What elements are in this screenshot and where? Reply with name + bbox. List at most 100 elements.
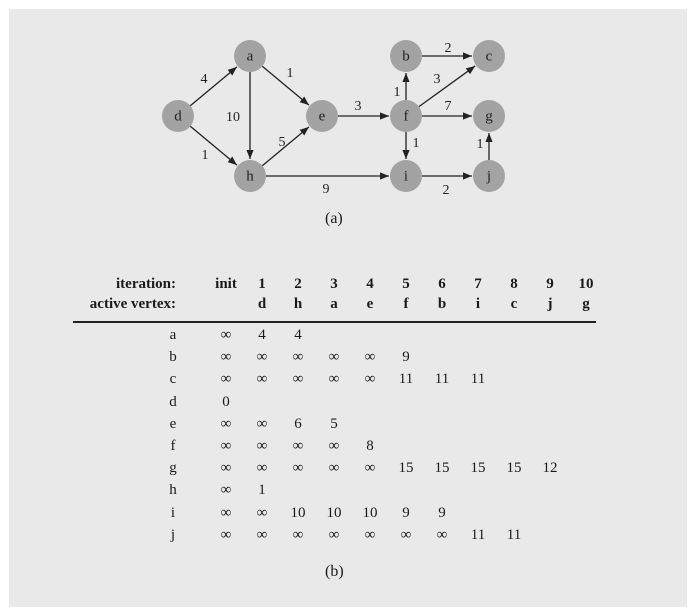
cell-e-2: 6	[294, 415, 302, 432]
row-label-j: j	[170, 526, 176, 543]
edge-weight-i-j: 2	[443, 183, 450, 198]
node-f	[390, 100, 422, 132]
cell-g-2: ∞	[292, 460, 304, 477]
cell-j-3: ∞	[328, 526, 340, 543]
iteration-8: 8	[510, 276, 518, 292]
node-label-g: g	[485, 108, 493, 124]
row-label-a: a	[169, 327, 177, 343]
active-vertex-2: h	[293, 296, 303, 312]
iteration-2: 2	[294, 276, 302, 292]
edge-f-c	[418, 65, 476, 108]
node-c	[473, 40, 505, 72]
cell-a-1: 4	[258, 327, 266, 343]
cell-j-8: 11	[506, 526, 522, 543]
active-vertex-1: d	[257, 296, 267, 312]
edge-weight-h-e: 5	[279, 135, 286, 150]
cell-j-1: ∞	[256, 526, 268, 543]
cell-h-0: ∞	[220, 482, 232, 499]
active-vertex-4: e	[366, 296, 374, 312]
cell-c-2: ∞	[292, 371, 304, 388]
node-a	[234, 40, 266, 72]
row-label-i: i	[170, 504, 176, 521]
edge-d-a	[189, 66, 238, 107]
cell-f-0: ∞	[220, 438, 232, 454]
active-vertex-label: active vertex:	[89, 296, 176, 312]
cell-j-6: ∞	[436, 526, 448, 543]
node-i	[390, 160, 422, 192]
node-label-c: c	[486, 48, 493, 64]
active-vertex-7: i	[475, 296, 481, 312]
node-label-j: j	[486, 168, 491, 184]
cell-b-4: ∞	[364, 349, 376, 366]
edge-weight-f-g: 7	[445, 99, 452, 114]
cell-e-0: ∞	[220, 415, 232, 432]
edge-weight-e-f: 3	[355, 99, 362, 114]
iteration-9: 9	[546, 276, 554, 292]
node-e	[306, 100, 338, 132]
cell-b-1: ∞	[256, 349, 268, 366]
row-label-e: e	[169, 415, 177, 432]
cell-h-1: 1	[258, 482, 266, 499]
node-label-i: i	[404, 168, 408, 184]
cell-e-1: ∞	[256, 415, 268, 432]
cell-i-1: ∞	[256, 504, 268, 521]
edge-h-e	[261, 126, 310, 167]
edge-weight-f-c: 3	[434, 72, 441, 87]
cell-c-3: ∞	[328, 371, 340, 388]
node-label-e: e	[319, 108, 326, 124]
node-d	[162, 100, 194, 132]
edge-weight-a-e: 1	[287, 66, 294, 81]
row-label-f: f	[170, 438, 176, 454]
cell-i-0: ∞	[220, 504, 232, 521]
edge-weight-d-h: 1	[202, 148, 209, 163]
edge-weight-a-h: 10	[226, 110, 240, 125]
cell-b-5: 9	[402, 349, 410, 366]
cell-d-0: 0	[222, 393, 230, 410]
cell-f-3: ∞	[328, 438, 340, 454]
cell-f-2: ∞	[292, 438, 304, 454]
active-vertex-5: f	[403, 296, 409, 312]
cell-b-3: ∞	[328, 349, 340, 366]
active-vertex-10: g	[582, 296, 590, 312]
cell-f-4: 8	[366, 438, 374, 454]
cell-c-6: 11	[434, 371, 450, 388]
node-label-f: f	[404, 108, 409, 124]
cell-i-5: 9	[402, 504, 410, 521]
cell-g-4: ∞	[364, 460, 376, 477]
edge-weight-d-a: 4	[201, 72, 208, 87]
edge-a-e	[261, 65, 310, 106]
cell-g-8: 15	[506, 460, 522, 477]
cell-j-0: ∞	[220, 526, 232, 543]
cell-c-0: ∞	[220, 371, 232, 388]
cell-g-0: ∞	[220, 460, 232, 477]
node-label-a: a	[247, 48, 254, 64]
cell-i-3: 10	[326, 504, 342, 521]
edge-weight-h-i: 9	[323, 182, 330, 197]
active-vertex-9: j	[547, 296, 553, 312]
caption-b: (b)	[325, 563, 344, 580]
active-vertex-3: a	[330, 296, 338, 312]
node-b	[390, 40, 422, 72]
node-h	[234, 160, 266, 192]
cell-b-2: ∞	[292, 349, 304, 366]
cell-i-2: 10	[290, 504, 306, 521]
cell-j-7: 11	[470, 526, 486, 543]
iteration-10: 10	[578, 276, 594, 292]
edge-weight-f-b: 1	[394, 85, 401, 100]
edge-weight-j-g: 1	[477, 137, 484, 152]
cell-e-3: 5	[330, 415, 338, 432]
node-label-h: h	[246, 168, 254, 184]
iteration-4: 4	[366, 276, 374, 292]
cell-c-7: 11	[470, 371, 486, 388]
edge-d-h	[189, 125, 238, 166]
cell-a-0: ∞	[220, 327, 232, 343]
iteration-1: 1	[258, 276, 266, 292]
cell-j-2: ∞	[292, 526, 304, 543]
row-label-g: g	[169, 460, 177, 477]
cell-c-4: ∞	[364, 371, 376, 388]
active-vertex-6: b	[437, 296, 447, 312]
cell-c-5: 11	[398, 371, 414, 388]
cell-i-4: 10	[362, 504, 378, 521]
edge-weight-b-c: 2	[445, 41, 452, 56]
